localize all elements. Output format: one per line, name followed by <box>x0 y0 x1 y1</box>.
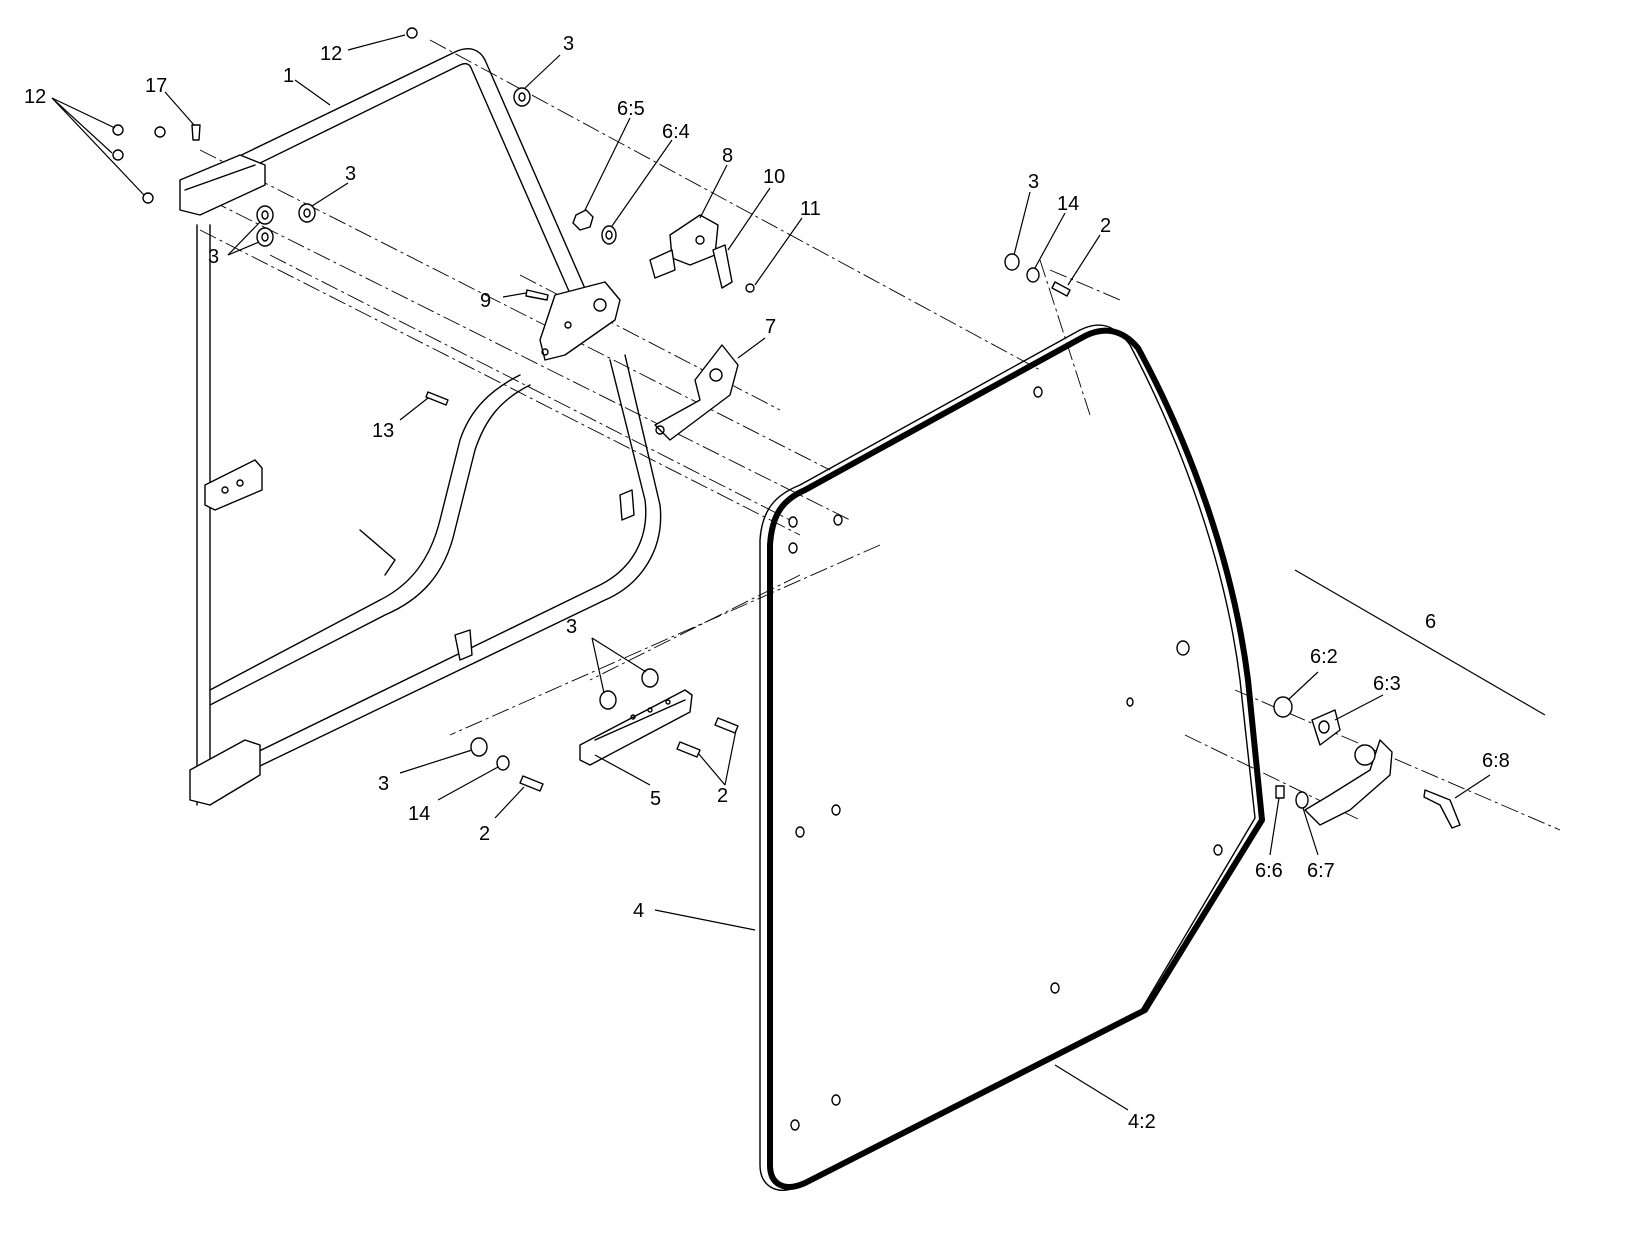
callout-12: 12 <box>320 43 342 65</box>
callout-3: 3 <box>1028 171 1039 193</box>
callout-2: 2 <box>717 785 728 807</box>
callout-6-4: 6:4 <box>662 121 690 143</box>
callout-6-3: 6:3 <box>1373 673 1401 695</box>
callout-6-8: 6:8 <box>1482 750 1510 772</box>
callout-2: 2 <box>479 823 490 845</box>
callout-8: 8 <box>722 145 733 167</box>
callout-3: 3 <box>378 773 389 795</box>
callout-9: 9 <box>480 290 491 312</box>
callout-10: 10 <box>763 166 785 188</box>
callout-labels: 12 12 17 1 3 3 3 6:5 6:4 8 10 11 3 14 2 … <box>24 33 1510 1133</box>
callout-4-2: 4:2 <box>1128 1111 1156 1133</box>
callout-5: 5 <box>650 788 661 810</box>
callout-14: 14 <box>1057 193 1079 215</box>
callout-17: 17 <box>145 75 167 97</box>
callout-12: 12 <box>24 86 46 108</box>
callout-4: 4 <box>633 900 644 922</box>
callout-6-7: 6:7 <box>1307 860 1335 882</box>
callout-3: 3 <box>563 33 574 55</box>
callout-1: 1 <box>283 65 294 87</box>
window-panel <box>759 324 1265 1191</box>
callout-11: 11 <box>800 198 821 220</box>
callout-6-2: 6:2 <box>1310 646 1338 668</box>
callout-14: 14 <box>408 803 430 825</box>
callout-3: 3 <box>208 246 219 268</box>
callout-7: 7 <box>765 316 776 338</box>
callout-6: 6 <box>1425 611 1436 633</box>
callout-2: 2 <box>1100 215 1111 237</box>
callout-6-6: 6:6 <box>1255 860 1283 882</box>
callout-3: 3 <box>345 163 356 185</box>
alignment-lines <box>199 39 1561 831</box>
callout-6-5: 6:5 <box>617 98 645 120</box>
door-frame-tube <box>179 48 662 806</box>
leader-lines <box>51 34 1546 1111</box>
hardware <box>112 27 1461 829</box>
callout-3: 3 <box>566 616 577 638</box>
callout-13: 13 <box>372 420 394 442</box>
